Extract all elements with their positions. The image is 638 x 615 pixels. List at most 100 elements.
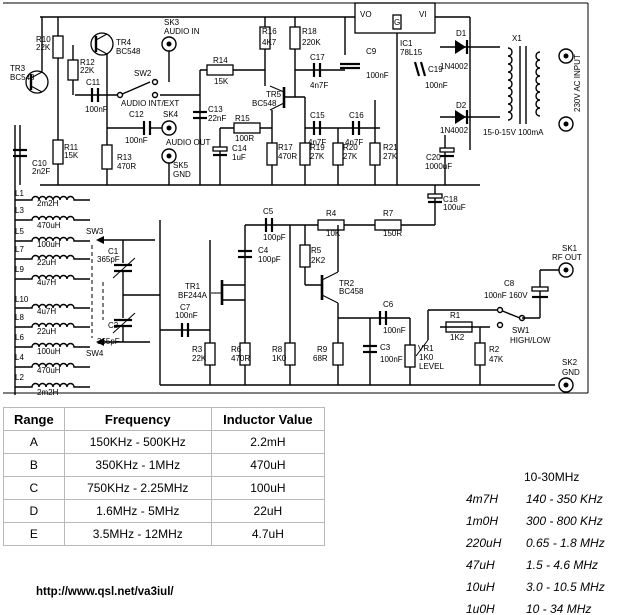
svg-text:R2: R2 (489, 345, 500, 354)
inductor-coil (15, 362, 90, 368)
svg-text:C13: C13 (208, 105, 223, 114)
resistor-r21: R21 27K (369, 100, 398, 185)
inductor-coils (15, 195, 90, 388)
capacitor-c7: C6 100nF (338, 300, 410, 335)
table-cell: 350KHz - 1MHz (63, 453, 212, 477)
svg-text:R5: R5 (311, 246, 322, 255)
socket-sk5-gnd[interactable]: SK5 GND (161, 148, 191, 179)
socket-sk4-audio-out[interactable]: SK4 AUDIO OUT (161, 110, 211, 147)
table-row: D 1.6MHz - 5MHz 22uH (3, 499, 326, 523)
svg-text:SK4: SK4 (163, 110, 179, 119)
table-row: C 750KHz - 2.25MHz 100uH (3, 476, 326, 500)
transistor-tr4: TR4 BC548 (90, 32, 141, 56)
table-row: E 3.5MHz - 12MHz 4.7uH (3, 522, 326, 546)
socket-sk1-rf-out[interactable]: SK1 RF OUT (540, 244, 582, 278)
svg-text:100nF: 100nF (425, 81, 448, 90)
variable-capacitor-c2[interactable]: C2 365pF (97, 295, 136, 346)
table-cell: B (3, 453, 65, 477)
svg-text:1K2: 1K2 (450, 333, 465, 342)
socket-sk3-audio-in[interactable]: SK3 AUDIO IN (161, 18, 200, 52)
svg-text:100nF: 100nF (125, 136, 148, 145)
svg-text:C7: C7 (180, 303, 191, 312)
svg-text:C15: C15 (310, 111, 325, 120)
table-cell: 4.7uH (210, 522, 326, 546)
svg-text:G: G (394, 18, 400, 27)
alt-inductor-value: 220uH (466, 536, 502, 550)
capacitor-c6: C3 100nF (363, 318, 403, 385)
range-table-header: Range Frequency Inductor Value (3, 407, 326, 431)
diode-d2: D2 1N4002 (440, 101, 500, 135)
svg-text:X1: X1 (512, 34, 522, 43)
svg-text:C20: C20 (426, 153, 441, 162)
svg-text:470uH: 470uH (37, 221, 61, 230)
svg-text:100nF: 100nF (383, 326, 406, 335)
capacitor-c13: C13 22nF (193, 105, 226, 123)
svg-text:L8: L8 (15, 313, 24, 322)
svg-text:4n7F: 4n7F (308, 138, 326, 147)
table-row: B 350KHz - 1MHz 470uH (3, 453, 326, 477)
svg-text:SW2: SW2 (134, 69, 152, 78)
svg-text:4K7: 4K7 (262, 38, 277, 47)
svg-text:230V AC INPUT: 230V AC INPUT (573, 54, 582, 112)
switch-sw4[interactable]: SW4 (86, 338, 150, 358)
inductor-coil (15, 342, 90, 348)
svg-text:R4: R4 (326, 209, 337, 218)
table-cell: 100uH (210, 476, 326, 500)
source-url-link[interactable]: http://www.qsl.net/va3iul/ (36, 586, 174, 598)
resistor-r4: R4 10K (317, 209, 345, 238)
svg-text:C2: C2 (108, 321, 119, 330)
table-cell: 22uH (210, 499, 326, 523)
svg-text:R18: R18 (302, 27, 317, 36)
svg-text:R14: R14 (213, 56, 228, 65)
potentiometer-vr1[interactable]: VR1 1K0 LEVEL (404, 310, 444, 385)
svg-text:27K: 27K (343, 152, 358, 161)
capacitor-c8: C8 100nF 160V (484, 270, 549, 319)
table-cell: A (3, 430, 65, 454)
switch-sw1[interactable]: SW1 HIGH/LOW (496, 306, 551, 346)
capacitor-c17: C17 4n7F (295, 53, 345, 90)
svg-text:AUDIO OUT: AUDIO OUT (166, 138, 211, 147)
svg-text:470uH: 470uH (37, 366, 61, 375)
capacitor-c19: C19 100nF (413, 61, 448, 90)
svg-text:SW4: SW4 (86, 349, 104, 358)
svg-text:SK3: SK3 (164, 18, 180, 27)
svg-text:22nF: 22nF (208, 114, 226, 123)
alt-inductor-value: 47uH (466, 558, 495, 572)
svg-text:R13: R13 (117, 153, 132, 162)
inductor-coil (15, 236, 90, 242)
switch-sw2[interactable]: SW2 AUDIO INT/EXT (116, 69, 180, 108)
svg-text:1K0: 1K0 (272, 354, 287, 363)
svg-text:L2: L2 (15, 373, 24, 382)
svg-text:C1: C1 (108, 247, 119, 256)
table-cell: E (3, 522, 65, 546)
schematic-diagram: VO VI G IC1 78L15 C9 100nF C19 100nF C20… (3, 2, 589, 397)
socket-sk2-gnd[interactable]: SK2 GND (558, 358, 580, 393)
svg-text:78L15: 78L15 (400, 48, 423, 57)
svg-text:R7: R7 (383, 209, 394, 218)
svg-text:4n7F: 4n7F (310, 81, 328, 90)
svg-text:470R: 470R (117, 162, 136, 171)
inductor-coil (15, 274, 90, 280)
svg-text:TR4: TR4 (116, 38, 132, 47)
alt-frequency-range: 0.65 - 1.8 MHz (526, 536, 605, 550)
svg-text:SK5: SK5 (173, 161, 189, 170)
svg-text:1uF: 1uF (232, 153, 246, 162)
svg-text:L4: L4 (15, 353, 24, 362)
alt-frequency-range: 300 - 800 KHz (526, 514, 603, 528)
svg-text:15-0-15V 100mA: 15-0-15V 100mA (483, 128, 544, 137)
svg-text:4u7H: 4u7H (37, 307, 56, 316)
capacitor-c10: C10 2n2F (13, 125, 50, 185)
svg-text:AUDIO IN: AUDIO IN (164, 27, 200, 36)
svg-text:C8: C8 (504, 279, 515, 288)
svg-text:D2: D2 (456, 101, 467, 110)
svg-text:C4: C4 (258, 246, 269, 255)
svg-text:IC1: IC1 (400, 39, 413, 48)
switch-sw3[interactable]: SW3 (86, 227, 155, 244)
svg-text:R11: R11 (64, 143, 79, 152)
svg-text:22K: 22K (192, 354, 207, 363)
svg-text:R19: R19 (310, 143, 325, 152)
resistor-r8: R1 1K2 (428, 309, 500, 342)
variable-capacitor-c1[interactable]: C1 365pF (97, 240, 136, 295)
capacitor-c4: C4 100pF (238, 246, 281, 264)
resistor-r7: R7 150R (374, 209, 402, 238)
